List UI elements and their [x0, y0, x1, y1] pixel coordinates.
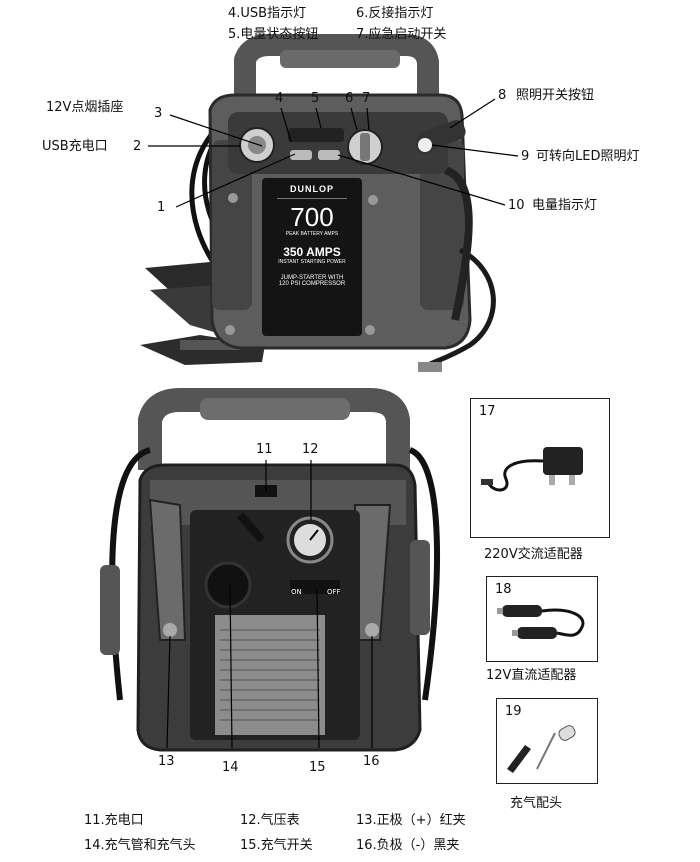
accessory-18-box: 18 [486, 576, 598, 662]
label-power-indicator: 电量指示灯 [532, 198, 598, 213]
legend-16: 16.负极（-）黑夹 [356, 838, 460, 853]
label-usb-port: USB充电口 [42, 139, 108, 154]
switch-off-text: OFF [327, 588, 341, 596]
front-panel-text: DUNLOP 700 PEAK BATTERY AMPS 350 AMPS IN… [262, 178, 362, 336]
label-led-light: 可转向LED照明灯 [536, 149, 640, 164]
marker-3: 3 [154, 106, 163, 121]
jump-text-1: JUMP-STARTER WITH [280, 275, 344, 281]
legend-14: 14.充气管和充气头 [84, 838, 196, 853]
instant-text: INSTANT STARTING POWER [278, 259, 346, 265]
marker-6: 6 [345, 91, 354, 106]
marker-2: 2 [133, 139, 142, 154]
brand-logo: DUNLOP [290, 184, 334, 194]
ac-adapter-icon [481, 447, 583, 492]
front-leader-lines [148, 98, 519, 208]
switch-on-text: ON [291, 588, 302, 596]
label-battery-status-button: 5.电量状态按钮 [228, 27, 319, 42]
accessory-19-box: 19 [496, 698, 598, 784]
legend-15: 15.充气开关 [240, 838, 313, 853]
marker-9: 9 [521, 149, 530, 164]
marker-7: 7 [362, 91, 371, 106]
inflation-nozzle-icon [507, 725, 576, 773]
jump-text-2: 120 PSI COMPRESSOR [278, 281, 346, 287]
accessory-19-number: 19 [505, 704, 522, 719]
marker-1: 1 [157, 200, 166, 215]
legend-11: 11.充电口 [84, 813, 144, 828]
marker-11: 11 [256, 442, 273, 457]
dc-adapter-icon [497, 605, 585, 639]
legend-12: 12.气压表 [240, 813, 300, 828]
accessory-17-box: 17 [470, 398, 610, 538]
peak-text: PEAK BATTERY AMPS [285, 231, 339, 237]
peak-value: 700 [290, 202, 334, 232]
marker-5: 5 [311, 91, 320, 106]
accessory-18-number: 18 [495, 582, 512, 597]
marker-4: 4 [275, 91, 284, 106]
label-emergency-start-switch: 7.应急启动开关 [356, 27, 447, 42]
label-light-switch: 照明开关按钮 [516, 88, 595, 103]
accessory-17-caption: 220V交流适配器 [484, 547, 583, 562]
label-lighter-socket: 12V点烟插座 [46, 100, 124, 115]
marker-13: 13 [158, 754, 175, 769]
legend-13: 13.正极（+）红夹 [356, 813, 466, 828]
accessory-17-number: 17 [479, 404, 496, 419]
marker-14: 14 [222, 760, 239, 775]
label-reverse-indicator: 6.反接指示灯 [356, 6, 434, 21]
amps-text: 350 AMPS [283, 245, 341, 259]
marker-15: 15 [309, 760, 326, 775]
marker-12: 12 [302, 442, 319, 457]
marker-16: 16 [363, 754, 380, 769]
marker-10: 10 [508, 198, 525, 213]
accessory-19-caption: 充气配头 [510, 796, 563, 811]
marker-8: 8 [498, 88, 507, 103]
label-usb-indicator: 4.USB指示灯 [228, 6, 307, 21]
accessory-18-caption: 12V直流适配器 [486, 668, 577, 683]
